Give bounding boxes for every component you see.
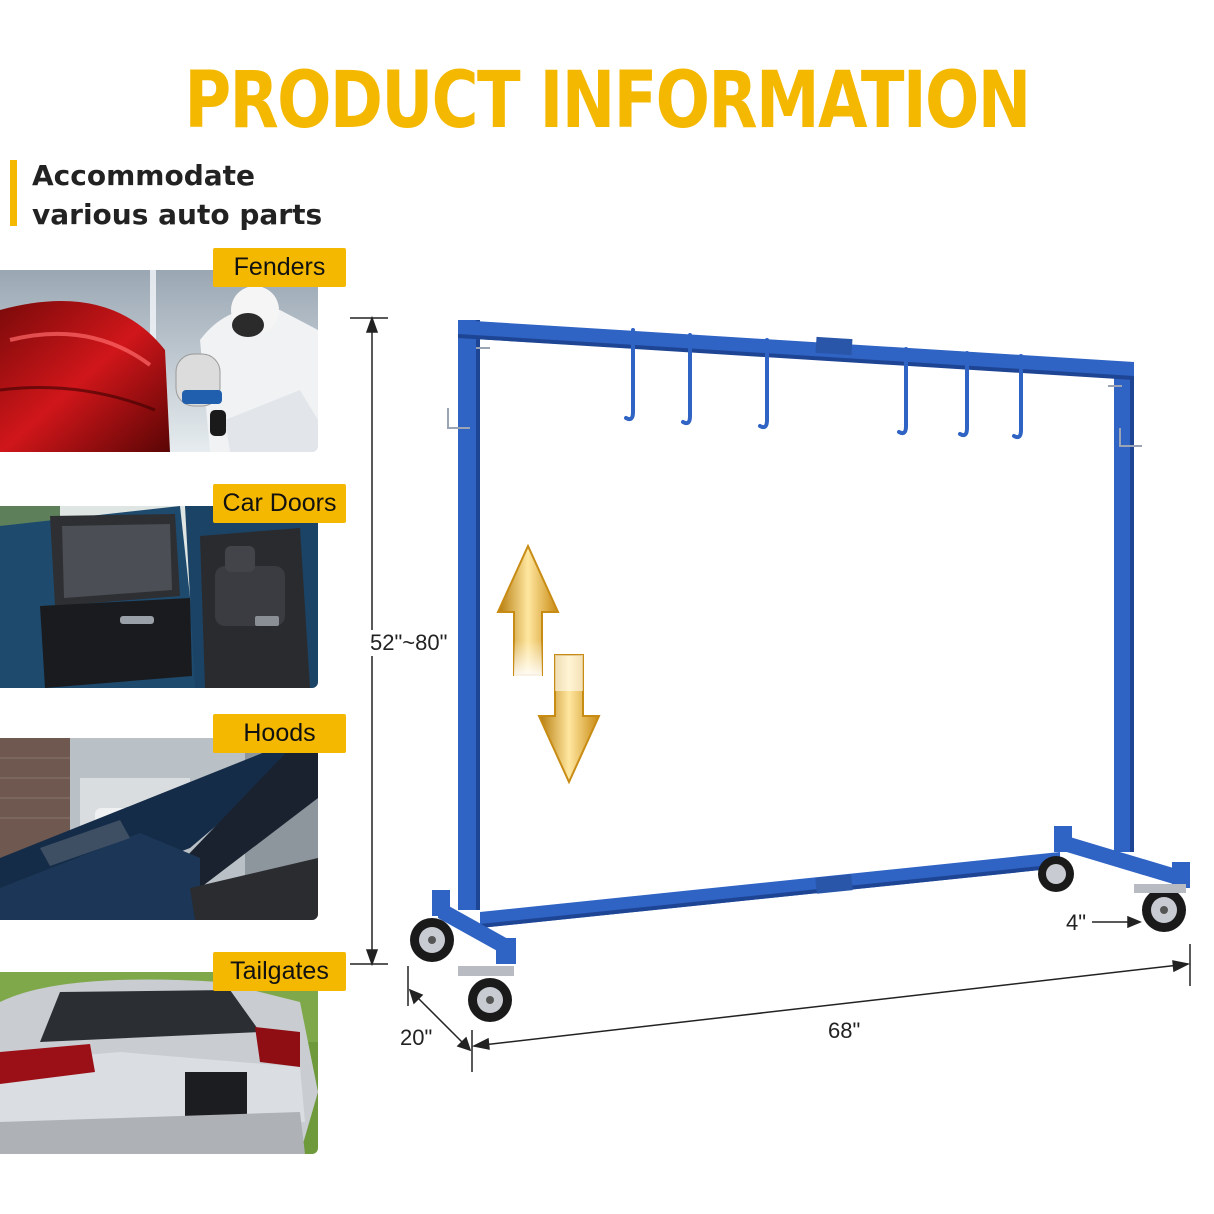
page-title: PRODUCT INFORMATION: [184, 56, 1031, 146]
subtitle-line-2: various auto parts: [32, 198, 323, 231]
photo-hoods: [0, 738, 318, 920]
photo-label-fenders: Fenders: [213, 248, 346, 287]
height-dimension-label: 52"~80": [370, 630, 448, 656]
depth-dimension-label: 20": [400, 1025, 433, 1051]
subtitle-line-1: Accommodate: [32, 159, 256, 192]
leg-offset-dimension: [1092, 915, 1142, 929]
depth-dimension-line: [407, 966, 473, 1072]
caster-wheel-icon: [410, 856, 1186, 1022]
photo-fenders: [0, 270, 318, 452]
subtitle: Accommodate various auto parts: [32, 156, 322, 234]
photo-label-car-doors: Car Doors: [213, 484, 346, 523]
photo-label-hoods: Hoods: [213, 714, 346, 753]
photo-car-doors: [0, 506, 318, 688]
hanging-hook-icon: [624, 328, 1023, 440]
photo-label-tailgates: Tailgates: [213, 952, 346, 991]
height-adjust-arrows-icon: [496, 543, 601, 785]
rack-frame: [432, 320, 1190, 964]
leg-offset-label: 4": [1066, 910, 1087, 935]
width-dimension-line: [471, 944, 1191, 1050]
subtitle-accent-bar: [10, 160, 17, 226]
height-adjust-pins: [447, 347, 1142, 447]
width-dimension-label: 68": [828, 1018, 861, 1044]
